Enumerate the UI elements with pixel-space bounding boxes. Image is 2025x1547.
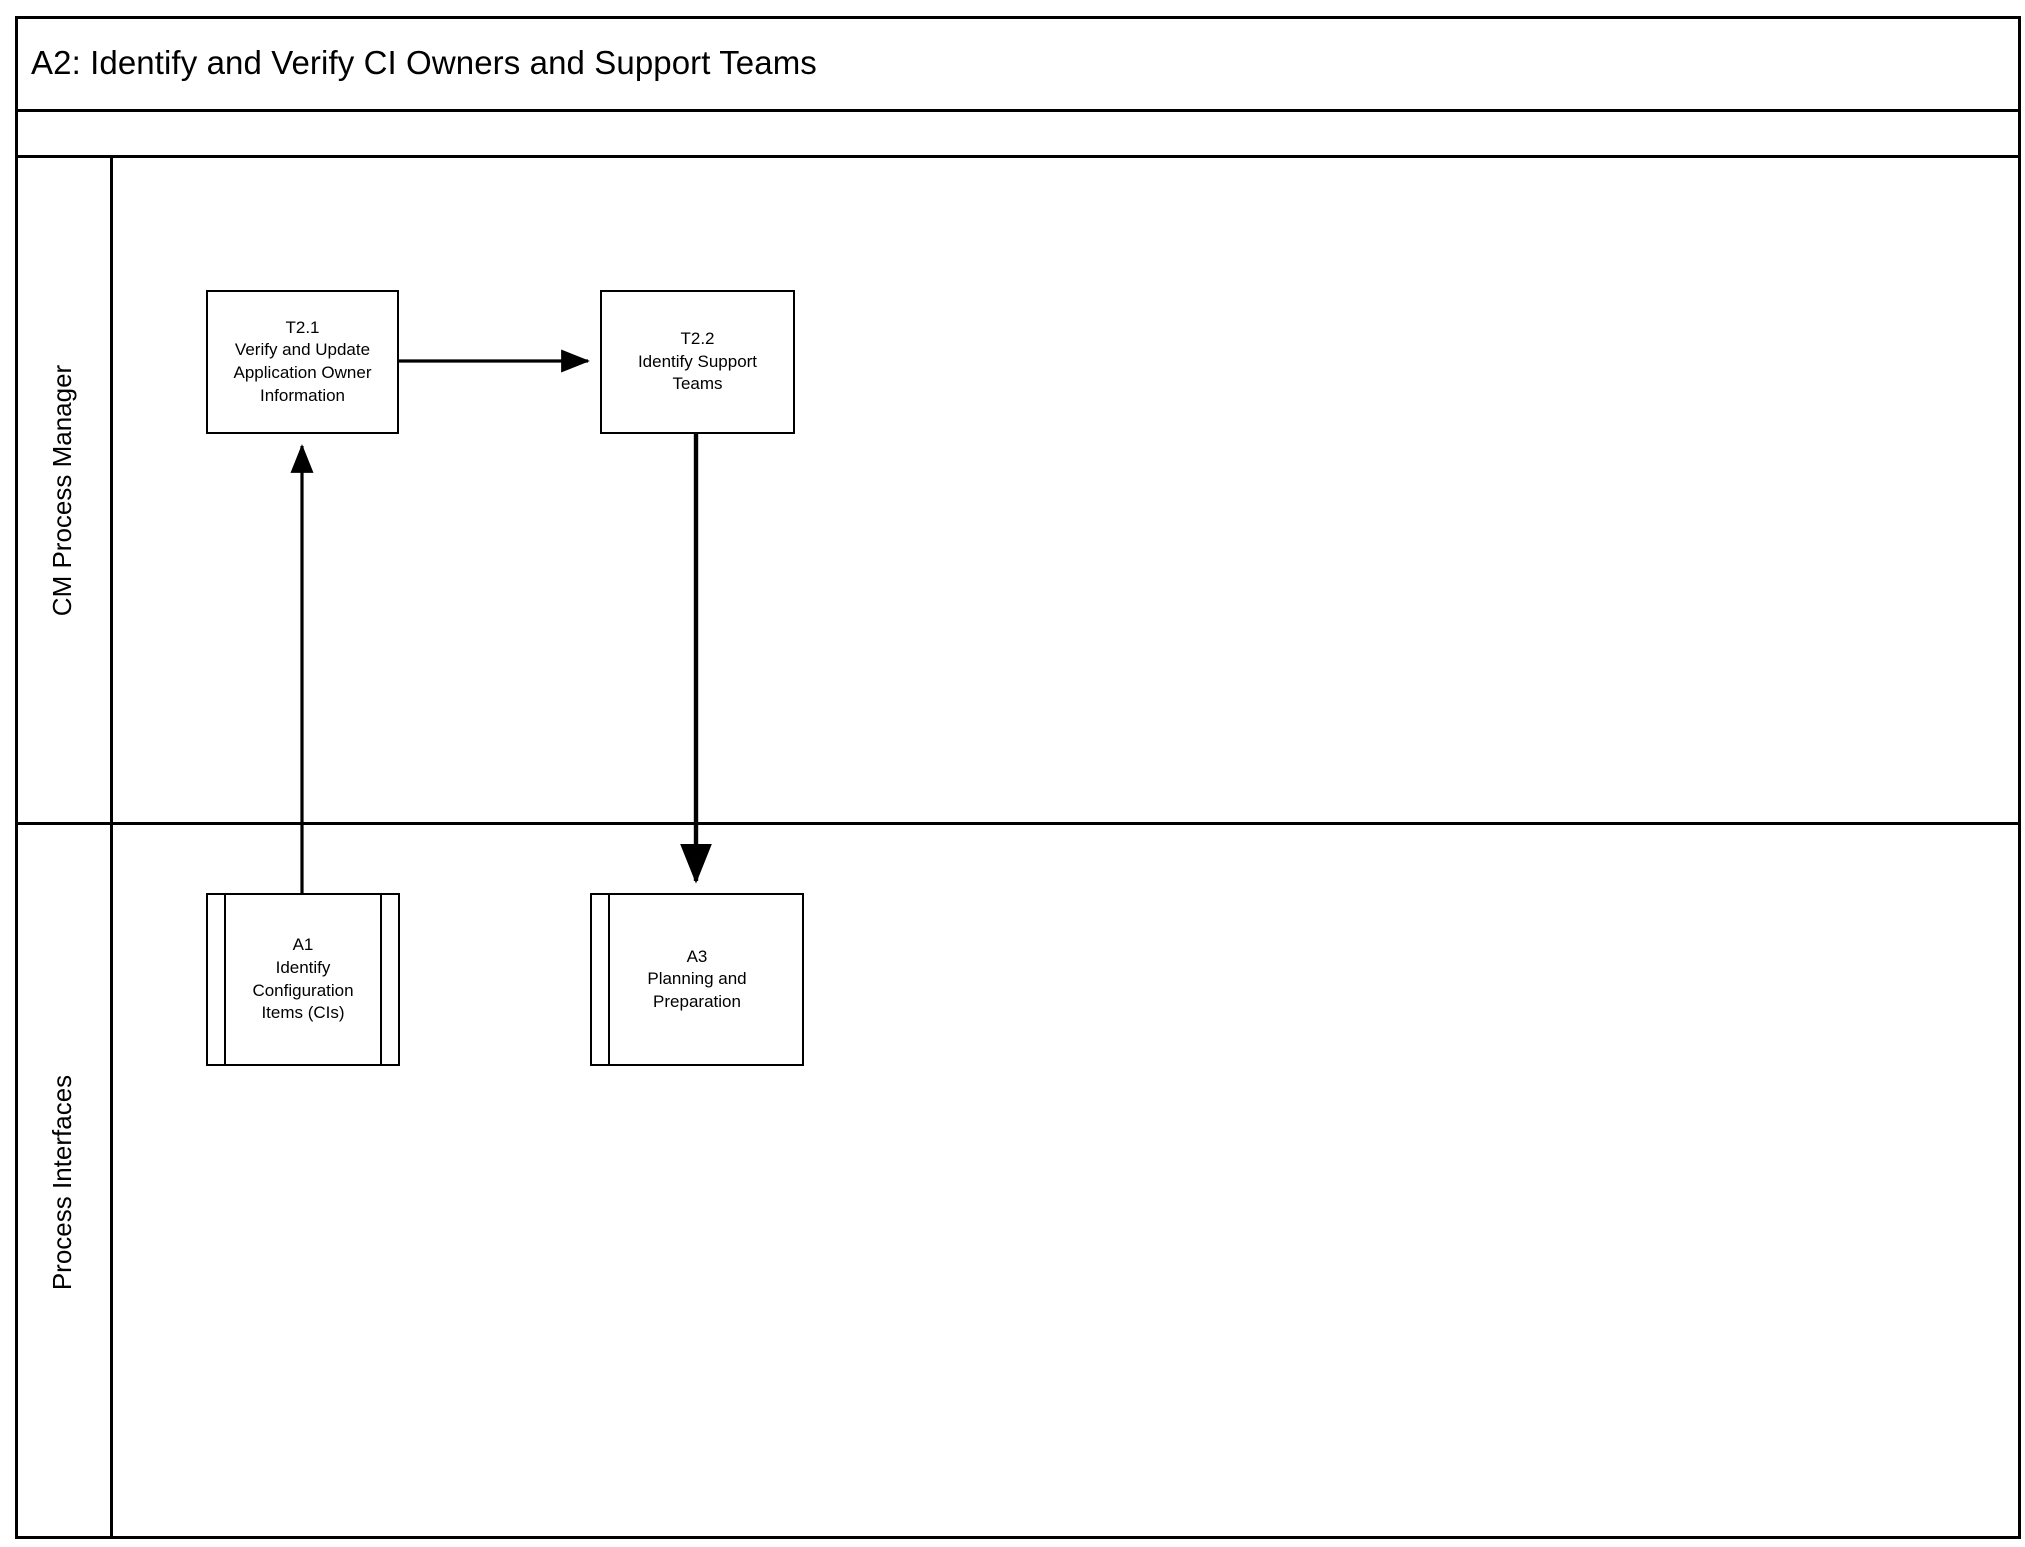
subprocess-a1-line-3: Items (CIs) <box>261 1003 345 1023</box>
lane-process-interfaces: Process Interfaces <box>15 825 2021 1539</box>
subprocess-a1-line-2: Configuration <box>252 980 354 1000</box>
subprocess-a3[interactable]: A3 Planning and Preparation <box>590 893 804 1066</box>
swimlane-pool-frame <box>15 16 2021 1539</box>
page-title: A2: Identify and Verify CI Owners and Su… <box>31 43 817 81</box>
task-t22-id: T2.2 <box>680 329 715 349</box>
subprocess-left-bar <box>608 895 610 1064</box>
task-t22-line-2: Teams <box>672 374 723 394</box>
subprocess-a1[interactable]: A1 Identify Configuration Items (CIs) <box>206 893 400 1066</box>
header-band-row <box>15 112 2021 158</box>
task-t21[interactable]: T2.1 Verify and Update Application Owner… <box>206 290 399 434</box>
subprocess-left-bar <box>224 895 226 1064</box>
subprocess-a1-id: A1 <box>292 935 314 955</box>
lane-cm-process-manager: CM Process Manager <box>15 158 2021 825</box>
lane-label-cm-process-manager: CM Process Manager <box>15 158 113 822</box>
subprocess-a3-line-2: Preparation <box>653 991 741 1011</box>
lane-label-process-interfaces: Process Interfaces <box>15 825 113 1539</box>
task-t21-line-2: Application Owner <box>233 363 372 382</box>
task-t21-id: T2.1 <box>285 317 320 337</box>
task-t22[interactable]: T2.2 Identify Support Teams <box>600 290 795 434</box>
diagram-title-row: A2: Identify and Verify CI Owners and Su… <box>15 16 2021 112</box>
task-t21-line-3: Information <box>259 385 346 405</box>
subprocess-right-bar <box>380 895 382 1064</box>
subprocess-a3-line-1: Planning and <box>647 969 747 989</box>
subprocess-a1-line-1: Identify <box>275 957 331 977</box>
task-t22-line-1: Identify Support <box>637 351 758 371</box>
subprocess-a3-id: A3 <box>686 946 708 966</box>
task-t21-line-1: Verify and Update <box>234 340 371 360</box>
